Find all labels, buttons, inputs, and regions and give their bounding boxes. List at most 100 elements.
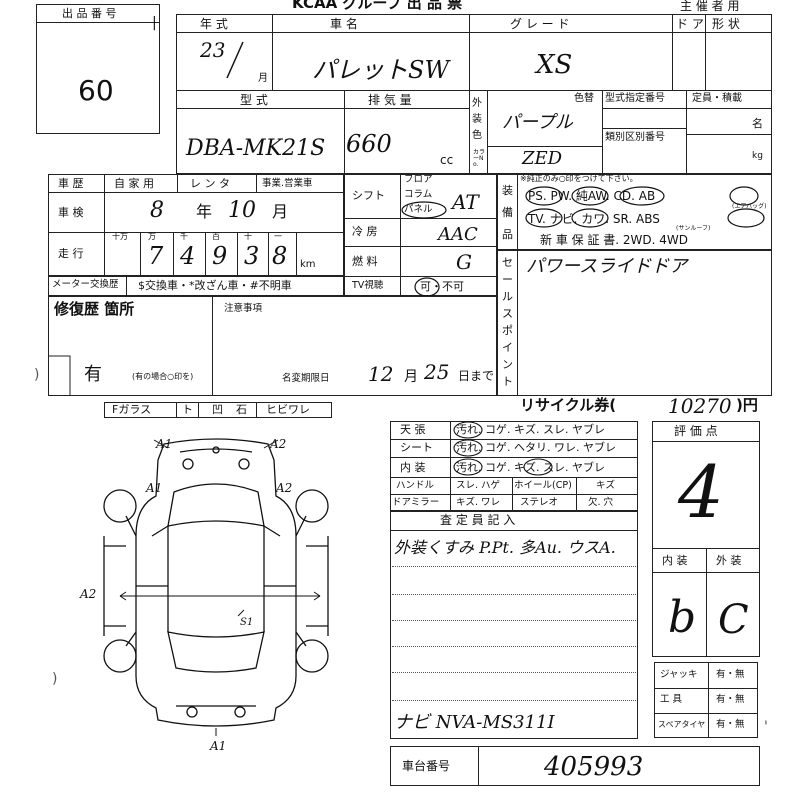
car-name-value: パレットSW — [312, 56, 450, 84]
lot-number-value: 60 — [78, 74, 114, 107]
lot-number-box — [36, 4, 160, 134]
shift-value: AT — [452, 190, 479, 214]
mileage-digit-1: 8 — [272, 242, 288, 270]
mileage-place-10k: 万 — [148, 232, 156, 241]
displacement-unit: cc — [440, 153, 454, 167]
damage-mark-rear: A1 — [210, 739, 227, 753]
history-block — [48, 174, 344, 276]
rating-value: 4 — [678, 450, 724, 534]
mileage-digit-100: 9 — [212, 242, 228, 270]
damage-mark-front-left: A1 — [156, 437, 173, 451]
capacity-unit-people: 名 — [752, 117, 763, 130]
stereo-options: 欠. 穴 — [588, 497, 614, 508]
damage-mark-left-fender: A1 — [146, 481, 163, 495]
history-option-business: 事業.営業車 — [262, 178, 313, 189]
type-designation-label: 型式指定番号 — [605, 93, 665, 104]
spare-tire-value: 有・無 — [716, 719, 745, 730]
ceiling-options: 汚れ. コゲ. キズ. スレ. ヤブレ — [456, 423, 605, 436]
year-slash — [226, 41, 244, 79]
door-label: ド ア — [676, 17, 704, 31]
repair-label: 修復歴 箇所 — [54, 300, 135, 318]
mirror-label: ドアミラー — [392, 497, 440, 508]
tool-kit-label: 工 具 — [660, 694, 683, 705]
tv-options: 可・不可 — [420, 280, 464, 293]
interior-rating-label: 内 装 — [662, 554, 688, 567]
model-value: DBA-MK21S — [186, 136, 326, 161]
repair-corner-mark — [48, 355, 71, 396]
glass-row — [104, 402, 332, 418]
exterior-rating-label: 外 装 — [716, 554, 742, 567]
wheel-options: キズ — [596, 480, 616, 491]
recycle-label: リサイクル券( — [520, 396, 617, 414]
equipment-label: 装備品 — [502, 184, 513, 241]
vehicle-info-grid — [176, 14, 772, 174]
inspection-year-value: 8 — [150, 198, 164, 223]
seat-options: 汚れ. コゲ. ヘタリ. ワレ. ヤブレ — [456, 441, 616, 454]
tv-label: TV視聴 — [352, 280, 384, 291]
chassis-number-value: 405993 — [544, 752, 644, 782]
sheet-title: KCAA グループ 出 品 票 — [292, 0, 463, 12]
shape-label: 形 状 — [712, 17, 740, 31]
seat-label: シート — [400, 441, 433, 454]
damage-mark-front-right: A2 — [270, 437, 287, 451]
tool-kit-value: 有・無 — [716, 694, 745, 705]
model-label: 型 式 — [240, 93, 268, 107]
ceiling-label: 天 張 — [400, 423, 426, 436]
sales-point-value: パワースライドドア — [526, 256, 688, 277]
inspector-note-last: ナビ NVA-MS311I — [394, 712, 555, 733]
inspection-label: 車 検 — [58, 206, 84, 219]
inspector-label: 査 定 員 記 入 — [440, 513, 516, 527]
glass-stone-label: 石 — [236, 403, 247, 416]
spare-tire-label: スペアタイヤ — [658, 720, 706, 729]
fuel-label: 燃 料 — [352, 255, 378, 268]
inspector-notes-block — [390, 511, 638, 739]
grade-label: グ レ ー ド — [510, 17, 570, 31]
grade-value: XS — [536, 50, 573, 80]
equipment-row1: PS. PW. 純AW. CD. AB — [528, 189, 656, 203]
exterior-rating-value: C — [718, 597, 749, 643]
equipment-row3: 新 車 保 証 書. 2WD. 4WD — [540, 233, 688, 247]
inspector-note-line1: 外装くすみ P.Pt. 多Au. ウスA. — [394, 538, 616, 557]
interior-condition-table — [390, 421, 638, 511]
damage-mark-roof: S1 — [240, 617, 254, 628]
chassis-number-label: 車台番号 — [402, 759, 451, 773]
history-option-rental: レ ン タ — [190, 177, 230, 190]
equipment-note: ※純正のみ○印をつけて下さい。 — [520, 174, 638, 183]
organizer-label: 主 催 者 用 — [680, 0, 740, 13]
sales-point-label: セールスポイント — [502, 256, 513, 388]
glass-crack-label: ヒビワレ — [266, 403, 310, 416]
year-value: 23 — [200, 38, 226, 62]
shift-option-panel: パネル — [404, 204, 433, 215]
mileage-digit-1k: 4 — [180, 242, 196, 270]
tools-block — [654, 662, 758, 738]
mileage-place-100k: 十万 — [112, 232, 128, 241]
odometer-notes-text: $交換車・*改ざん車・#不明車 — [138, 279, 292, 292]
exterior-color-label: 外装色 — [472, 98, 482, 141]
lot-number-label: 出 品 番 号 — [62, 7, 117, 20]
car-name-label: 車 名 — [330, 17, 358, 31]
notice-label: 注意事項 — [224, 303, 263, 314]
history-option-private: 自 家 用 — [114, 177, 154, 190]
interior-label: 内 装 — [400, 461, 426, 474]
equipment-circles — [525, 186, 765, 228]
displacement-label: 排 気 量 — [368, 93, 412, 107]
wheel-label: ホイール(CP) — [514, 480, 572, 491]
steering-label: ハンドル — [396, 480, 435, 491]
equipment-row1-sub: (エアバッグ) — [732, 203, 767, 210]
car-diagram — [103, 438, 329, 736]
chassis-number-box — [390, 746, 760, 786]
odometer-notes-row — [48, 276, 344, 296]
color-value: パープル — [502, 112, 573, 133]
glass-dent-label: 凹 — [212, 403, 223, 416]
ac-value: AAC — [438, 224, 478, 245]
equipment-row2-sub: (サンルーフ) — [676, 225, 711, 232]
category-number-label: 類別区別番号 — [605, 132, 665, 143]
jack-value: 有・無 — [716, 669, 745, 680]
color-code-label: カラーNo. — [473, 149, 486, 168]
shift-label: シフト — [352, 189, 385, 202]
deadline-day-unit: 日まで — [458, 369, 495, 383]
capacity-unit-kg: kg — [752, 151, 763, 161]
tv-option-circle — [414, 277, 440, 297]
year-month-unit: 月 — [258, 73, 268, 84]
shift-option-floor: フロア — [404, 174, 433, 185]
